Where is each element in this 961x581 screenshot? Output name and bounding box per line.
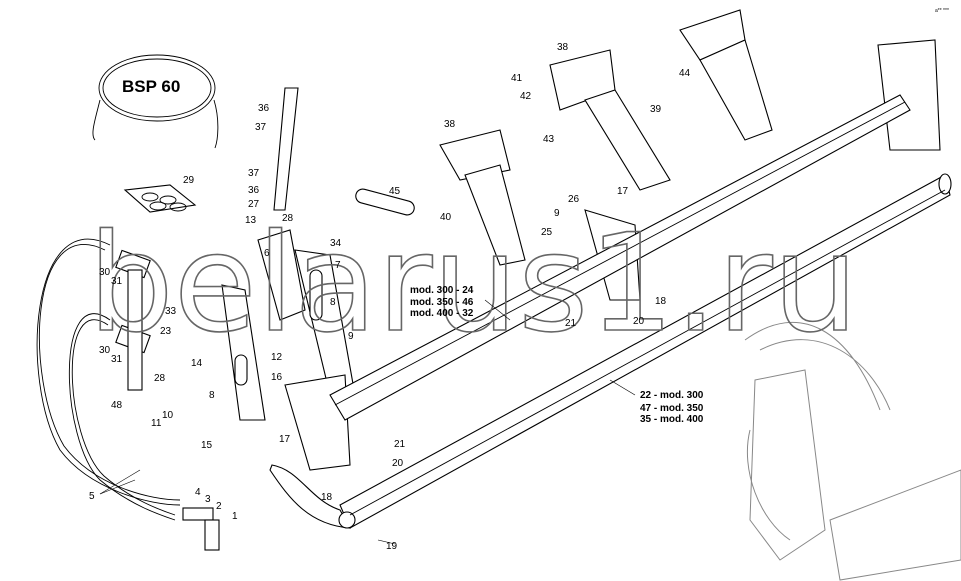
callout: 19 <box>386 541 398 552</box>
model-table-2: 22 - mod. 300 47 - mod. 350 35 - mod. 40… <box>640 390 704 425</box>
callout: 37 <box>255 122 267 133</box>
callout: 17 <box>279 434 291 445</box>
callout: 1 <box>232 511 238 522</box>
callout: 31 <box>111 276 123 287</box>
callout: 6 <box>264 248 270 259</box>
callout: 16 <box>271 372 283 383</box>
hydraulic-hoses <box>36 238 220 551</box>
callout: 8 <box>209 390 215 401</box>
callout: 48 <box>111 400 123 411</box>
model-line: 35 - mod. 400 <box>640 414 704 425</box>
callout: 44 <box>679 68 691 79</box>
callout: 3 <box>205 494 211 505</box>
callout: 2 <box>216 501 222 512</box>
watermark: belarus1.ru <box>88 205 858 362</box>
model-line: mod. 350 - 46 <box>410 297 474 308</box>
callout: 42 <box>520 91 532 102</box>
callout: 10 <box>162 410 174 421</box>
main-beam <box>269 94 952 529</box>
callout: 23 <box>160 326 172 337</box>
callout: 39 <box>650 104 662 115</box>
callout: 33 <box>165 306 177 317</box>
callout: 8 <box>330 297 336 308</box>
model-line: mod. 300 - 24 <box>410 285 474 296</box>
callout: 20 <box>392 458 404 469</box>
callout: 30 <box>99 345 111 356</box>
callouts: 29 30 31 33 23 30 31 28 48 10 11 5 4 3 2… <box>89 42 691 552</box>
callout: 38 <box>557 42 569 53</box>
callout: 41 <box>511 73 523 84</box>
callout: 12 <box>271 352 283 363</box>
callout: 45 <box>389 186 401 197</box>
top-brackets <box>355 9 941 301</box>
callout: 17 <box>617 186 629 197</box>
model-line: mod. 400 - 32 <box>410 308 474 319</box>
callout: 20 <box>633 316 645 327</box>
callout: 28 <box>282 213 294 224</box>
callout: 31 <box>111 354 123 365</box>
hose-coil: BSP 60 <box>92 54 219 149</box>
callout: 28 <box>154 373 166 384</box>
model-line: 22 - mod. 300 <box>640 390 704 401</box>
callout: 37 <box>248 168 260 179</box>
callout: 4 <box>195 487 201 498</box>
corner-mark: a** *** <box>935 8 949 14</box>
callout: 26 <box>568 194 580 205</box>
model-line: 47 - mod. 350 <box>640 403 704 414</box>
callout: 11 <box>151 418 162 429</box>
callout: 21 <box>565 318 577 329</box>
callout: 21 <box>394 439 406 450</box>
callout: 18 <box>321 492 333 503</box>
callout: 18 <box>655 296 667 307</box>
callout: 34 <box>330 238 342 249</box>
model-table-1: mod. 300 - 24 mod. 350 - 46 mod. 400 - 3… <box>410 285 474 319</box>
callout: 36 <box>258 103 270 114</box>
callout: 29 <box>183 175 195 186</box>
seal-kit <box>123 184 197 213</box>
callout: 36 <box>248 185 260 196</box>
callout: 9 <box>554 208 560 219</box>
callout: 7 <box>335 260 341 271</box>
callout: 43 <box>543 134 555 145</box>
callout: 30 <box>99 267 111 278</box>
hose-title: BSP 60 <box>122 77 180 96</box>
callout: 13 <box>245 215 257 226</box>
leader-lines <box>99 299 636 545</box>
callout: 38 <box>444 119 456 130</box>
callout: 40 <box>440 212 452 223</box>
callout: 15 <box>201 440 213 451</box>
callout: 25 <box>541 227 553 238</box>
callout: 5 <box>89 491 95 502</box>
callout: 27 <box>248 199 260 210</box>
callout: 14 <box>191 358 203 369</box>
tractor-frame-sketch <box>744 322 961 581</box>
callout: 9 <box>348 331 354 342</box>
